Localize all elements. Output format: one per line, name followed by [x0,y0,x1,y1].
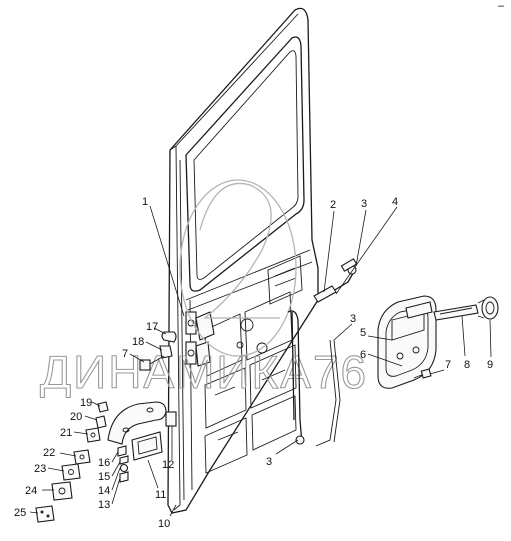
callout-8: 8 [464,359,470,371]
watermark-logo: ДИНАМИКА76 [39,179,368,399]
callout-numbers: 1 2 3 4 3 5 6 7 8 9 17 18 7 19 20 21 22 … [14,196,493,530]
callout-3-bottom: 3 [266,456,272,468]
callout-23: 23 [34,463,46,475]
screws-13-16 [117,445,129,483]
callout-20: 20 [70,411,82,423]
callout-5: 5 [360,327,366,339]
door-panel [167,7,319,514]
corner-mark: – [498,0,505,12]
hinge-parts [139,331,177,371]
callout-17: 17 [146,321,158,333]
callout-22: 22 [43,447,55,459]
screw-right [413,368,432,379]
callout-1: 1 [142,196,148,208]
callout-3-top: 3 [361,198,367,210]
callout-3-mid: 3 [350,313,356,325]
callout-10: 10 [158,518,170,530]
callout-18: 18 [132,336,144,348]
lock-cylinder [433,296,499,321]
callout-12: 12 [162,459,174,471]
callout-21: 21 [60,427,72,439]
part-12 [165,411,177,427]
callout-9: 9 [487,359,493,371]
callout-24: 24 [25,485,37,497]
callout-2: 2 [330,199,336,211]
callout-11: 11 [155,489,166,501]
outside-handle [377,295,437,389]
lower-hinge [185,341,197,365]
callout-15: 15 [98,471,110,483]
callout-16: 16 [98,457,110,469]
callout-13: 13 [98,499,110,511]
upper-hinge [185,311,197,335]
fasteners-19-25 [35,401,109,523]
handle-escutcheon [131,431,163,461]
callout-6: 6 [360,349,366,361]
callout-14: 14 [98,485,110,497]
watermark-text: ДИНАМИКА76 [40,346,368,398]
callout-7-right: 7 [445,359,451,371]
nut-left [139,359,151,371]
callout-4: 4 [392,196,398,208]
callout-7-left: 7 [122,348,128,360]
leader-lines [29,205,492,517]
callout-19: 19 [80,397,92,409]
lock-rods [287,258,358,447]
callout-25: 25 [14,507,26,519]
